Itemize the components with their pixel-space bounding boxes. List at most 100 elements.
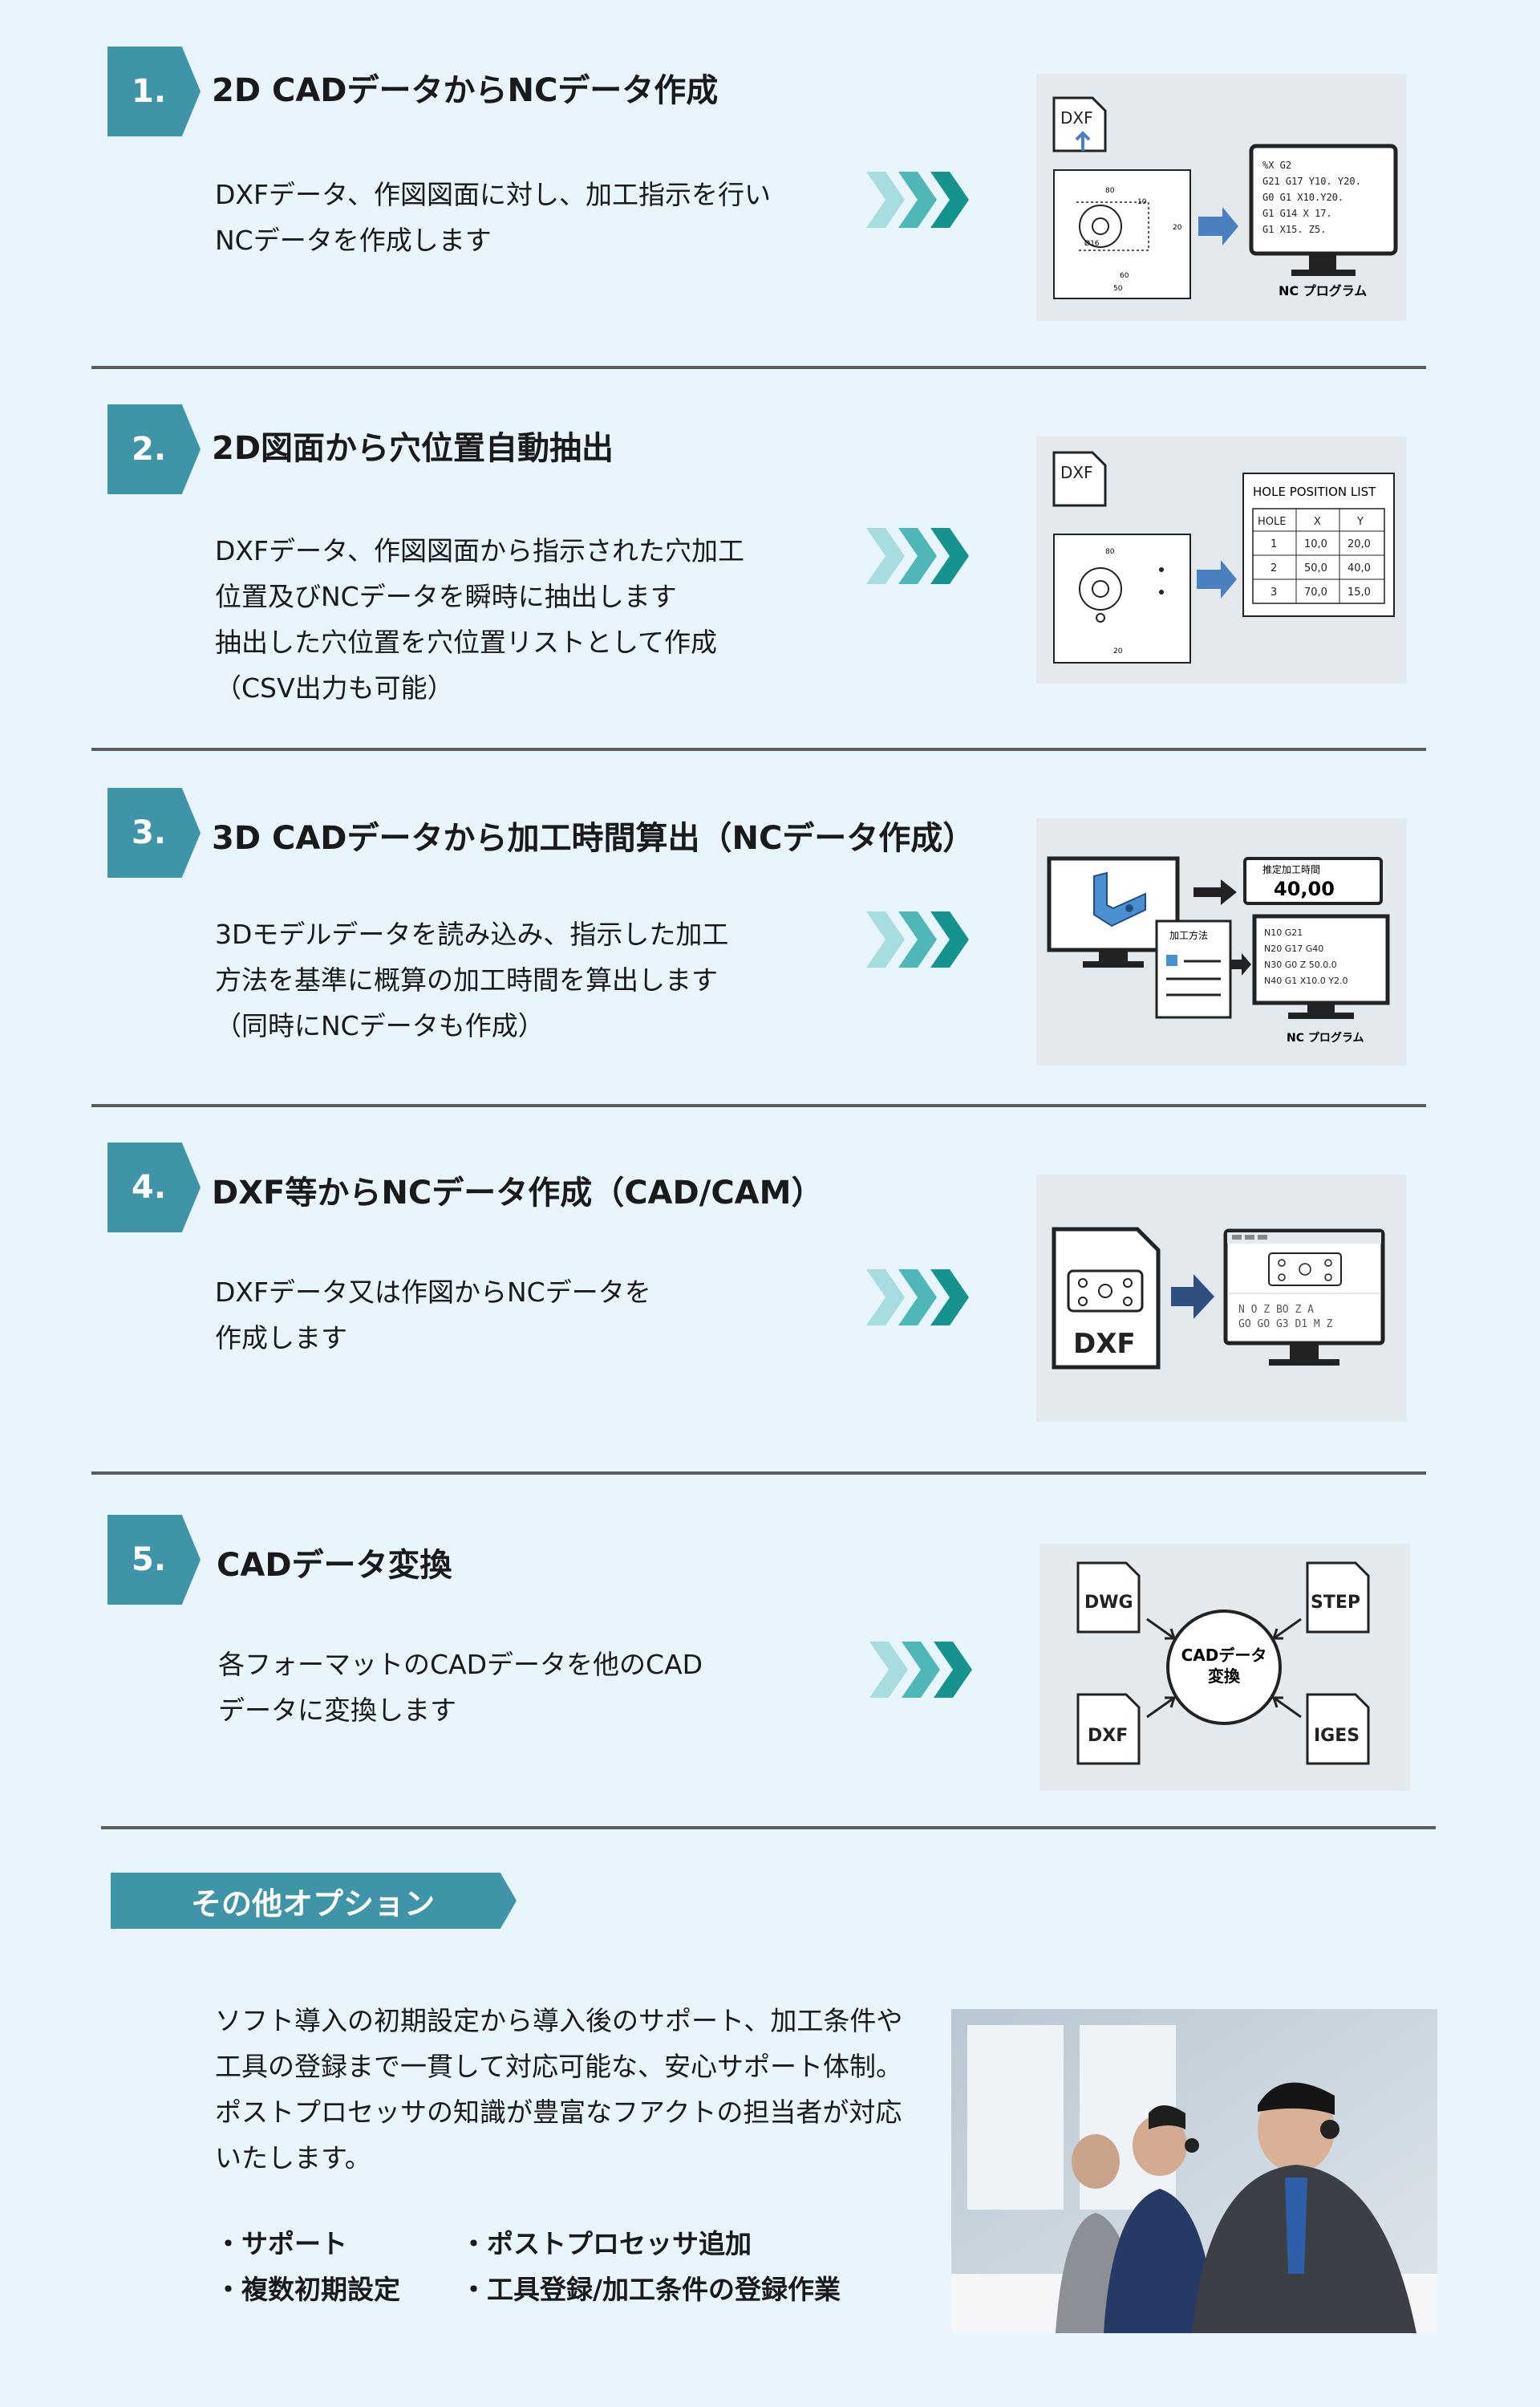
description-line: NCデータを作成します — [215, 225, 492, 256]
chevron-arrows-icon — [866, 911, 969, 968]
svg-text:Y: Y — [1356, 516, 1364, 528]
svg-text:Ø16: Ø16 — [1084, 239, 1100, 248]
description-line: 位置及びNCデータを瞬時に抽出します — [215, 581, 677, 612]
svg-text:1: 1 — [1270, 538, 1277, 550]
cad-to-nc-illustration: DXF 80 10 20 Ø16 60 50 %X G2 G21 G17 Y10… — [1036, 74, 1407, 321]
section-description: DXFデータ又は作図からNCデータを 作成します — [215, 1269, 651, 1361]
hole-extraction-illustration: DXF 80 20 HOLE POSITION LIST HOLE X Y 1 — [1036, 436, 1407, 684]
svg-text:10: 10 — [1137, 198, 1147, 206]
bullet-item: ・工具登録/加工条件の登録作業 — [460, 2274, 841, 2305]
chevron-arrows-icon — [866, 1269, 969, 1325]
chevron-arrows-icon — [866, 528, 969, 584]
description-line: 方法を基準に概算の加工時間を算出します — [215, 964, 718, 996]
step-number: 2. — [107, 404, 201, 494]
section-title: DXF等からNCデータ作成（CAD/CAM） — [212, 1175, 824, 1212]
svg-text:20,0: 20,0 — [1348, 538, 1371, 550]
section-title: CADデータ変換 — [217, 1547, 452, 1584]
section-divider — [91, 366, 1426, 369]
svg-text:DXF: DXF — [1088, 1726, 1128, 1746]
svg-text:40,00: 40,00 — [1274, 878, 1335, 900]
description-line: データに変換します — [218, 1695, 456, 1726]
svg-text:GO GO G3 D1 M Z: GO GO G3 D1 M Z — [1238, 1318, 1333, 1330]
svg-text:DXF: DXF — [1060, 108, 1093, 128]
svg-text:N30 G0 Z 50.0.0: N30 G0 Z 50.0.0 — [1264, 960, 1337, 970]
section-description: 3Dモデルデータを読み込み、指示した加工 方法を基準に概算の加工時間を算出します… — [215, 911, 728, 1049]
svg-text:DXF: DXF — [1073, 1328, 1136, 1360]
svg-text:G21 G17 Y10. Y20.: G21 G17 Y10. Y20. — [1262, 176, 1361, 187]
section-description: 各フォーマットのCADデータを他のCAD データに変換します — [218, 1642, 703, 1733]
svg-text:G0 G1 X10.Y20.: G0 G1 X10.Y20. — [1262, 192, 1343, 203]
section-divider — [101, 1826, 1436, 1829]
description-line: （同時にNCデータも作成） — [215, 1010, 545, 1041]
svg-text:G1 X15. Z5.: G1 X15. Z5. — [1262, 224, 1326, 235]
svg-text:N O Z BO Z A: N O Z BO Z A — [1238, 1304, 1314, 1316]
description-line: DXFデータ、作図図面に対し、加工指示を行い — [215, 179, 772, 210]
step-number: 3. — [107, 788, 201, 878]
step-number: 4. — [107, 1143, 201, 1232]
svg-text:G1 G14 X 17.: G1 G14 X 17. — [1262, 208, 1332, 219]
machining-time-illustration: 推定加工時間 40,00 加工方法 N10 G21 N20 G17 G40 N3… — [1036, 818, 1407, 1065]
svg-text:10,0: 10,0 — [1304, 538, 1327, 550]
section-description: DXFデータ、作図図面から指示された穴加工 位置及びNCデータを瞬時に抽出します… — [215, 528, 744, 711]
svg-text:STEP: STEP — [1311, 1593, 1360, 1613]
svg-text:80: 80 — [1105, 548, 1115, 556]
svg-text:X: X — [1314, 516, 1321, 528]
svg-text:2: 2 — [1270, 562, 1277, 574]
bullet-item: ・サポート — [215, 2228, 347, 2259]
bullet-item: ・ポストプロセッサ追加 — [460, 2228, 752, 2259]
section-divider — [91, 1471, 1426, 1475]
description-line: 各フォーマットのCADデータを他のCAD — [218, 1649, 703, 1680]
svg-text:DXF: DXF — [1060, 463, 1093, 482]
step-number: 5. — [107, 1515, 201, 1605]
svg-text:20: 20 — [1113, 647, 1123, 656]
options-description: ソフト導入の初期設定から導入後のサポート、加工条件や 工具の登録まで一貫して対応… — [215, 1998, 902, 2181]
description-line: 工具の登録まで一貫して対応可能な、安心サポート体制。 — [215, 2051, 903, 2082]
section-title: 2D図面から穴位置自動抽出 — [212, 430, 614, 467]
section-title: 3D CADデータから加工時間算出（NCデータ作成） — [212, 820, 975, 857]
description-line: 作成します — [215, 1322, 347, 1354]
svg-text:推定加工時間: 推定加工時間 — [1262, 863, 1320, 875]
svg-text:NC プログラム: NC プログラム — [1279, 283, 1367, 298]
description-line: （CSV出力も可能） — [215, 672, 454, 704]
svg-text:IGES: IGES — [1314, 1726, 1360, 1746]
svg-text:N40 G1 X10.0 Y2.0: N40 G1 X10.0 Y2.0 — [1264, 976, 1348, 986]
svg-text:40,0: 40,0 — [1348, 562, 1371, 574]
cad-conversion-illustration: CADデータ 変換 DWG STEP DXF IGES — [1040, 1544, 1410, 1791]
description-line: ポストプロセッサの知識が豊富なフアクトの担当者が対応 — [215, 2096, 902, 2128]
step-number: 1. — [107, 47, 201, 136]
chevron-arrows-icon — [869, 1642, 972, 1698]
options-tag: その他オプション — [111, 1873, 517, 1929]
svg-text:加工方法: 加工方法 — [1169, 929, 1208, 941]
svg-text:20: 20 — [1173, 224, 1182, 232]
svg-text:N10 G21: N10 G21 — [1264, 927, 1303, 938]
svg-text:HOLE: HOLE — [1258, 516, 1286, 528]
description-line: DXFデータ、作図図面から指示された穴加工 — [215, 535, 745, 566]
description-line: DXFデータ又は作図からNCデータを — [215, 1277, 651, 1308]
bullet-item: ・複数初期設定 — [215, 2274, 400, 2305]
section-title: 2D CADデータからNCデータ作成 — [212, 72, 719, 109]
svg-text:変換: 変換 — [1208, 1666, 1241, 1686]
svg-text:50: 50 — [1113, 285, 1123, 293]
support-staff-photo — [951, 2009, 1437, 2333]
svg-text:HOLE POSITION LIST: HOLE POSITION LIST — [1253, 485, 1376, 499]
section-divider — [91, 1104, 1426, 1107]
svg-text:NC プログラム: NC プログラム — [1287, 1031, 1364, 1045]
svg-text:70,0: 70,0 — [1304, 587, 1327, 599]
description-line: いたします。 — [215, 2142, 371, 2174]
description-line: 3Dモデルデータを読み込み、指示した加工 — [215, 919, 729, 950]
chevron-arrows-icon — [866, 172, 969, 228]
svg-text:%X G2: %X G2 — [1262, 160, 1291, 171]
svg-text:80: 80 — [1105, 187, 1115, 195]
description-line: ソフト導入の初期設定から導入後のサポート、加工条件や — [215, 2005, 903, 2036]
section-description: DXFデータ、作図図面に対し、加工指示を行い NCデータを作成します — [215, 172, 771, 263]
svg-text:60: 60 — [1120, 272, 1129, 280]
description-line: 抽出した穴位置を穴位置リストとして作成 — [215, 627, 718, 658]
dxf-to-nc-illustration: DXF N O Z BO Z A GO GO G3 D1 M Z — [1036, 1175, 1407, 1422]
svg-text:N20 G17 G40: N20 G17 G40 — [1264, 944, 1323, 954]
svg-text:50,0: 50,0 — [1304, 562, 1327, 574]
svg-text:DWG: DWG — [1084, 1593, 1133, 1613]
svg-text:15,0: 15,0 — [1348, 587, 1371, 599]
svg-text:3: 3 — [1270, 587, 1277, 599]
section-divider — [91, 748, 1426, 751]
svg-text:CADデータ: CADデータ — [1181, 1646, 1267, 1665]
